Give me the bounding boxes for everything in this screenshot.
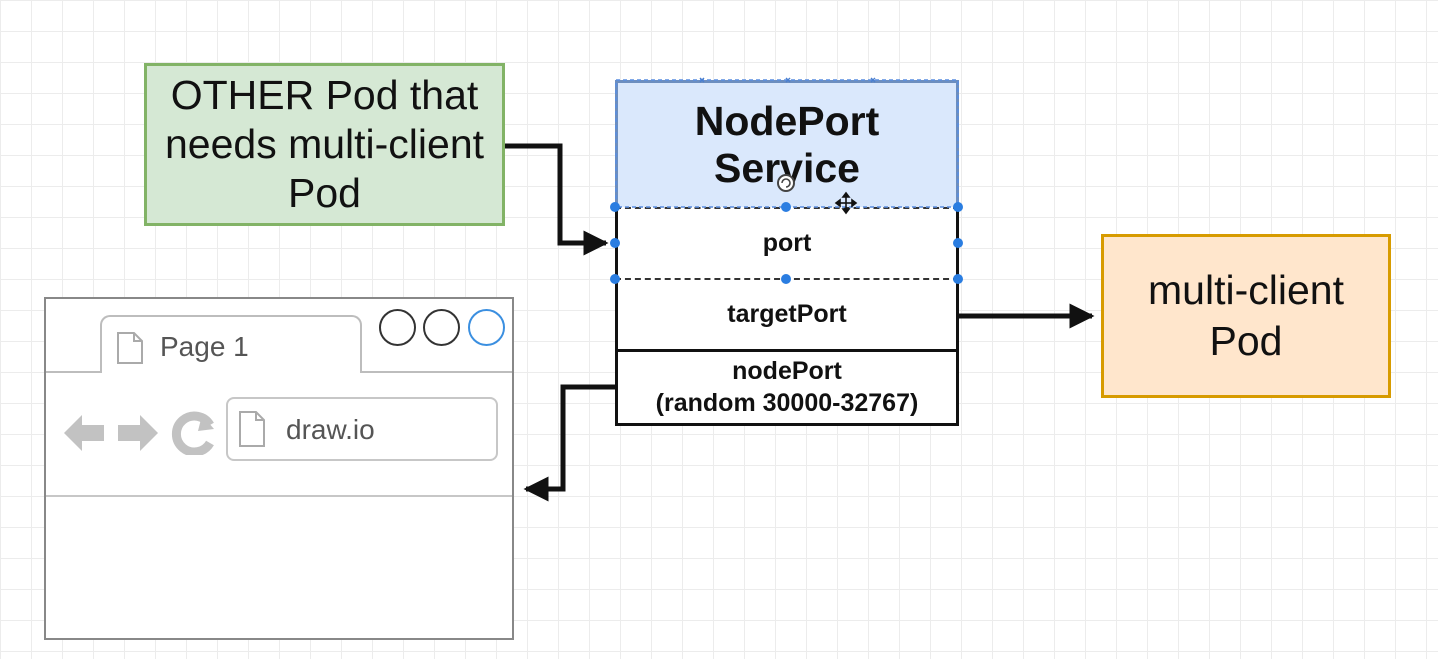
browser-tab: Page 1 (100, 315, 362, 373)
resize-handle (953, 202, 963, 212)
node-port-label: nodePort (732, 357, 842, 386)
window-circle-icon (423, 309, 460, 346)
connector-node-port-to-browser[interactable] (523, 384, 615, 502)
browser-toolbar-divider (46, 495, 512, 497)
nodeport-service-title: NodePort Service (694, 97, 880, 191)
node-port-range-label: (random 30000-32767) (655, 388, 919, 417)
window-circle-icon (379, 309, 416, 346)
resize-handle (781, 274, 791, 284)
address-bar: draw.io (226, 397, 498, 461)
multi-client-pod-label: multi-client Pod (1148, 266, 1344, 364)
multi-client-pod-box[interactable]: multi-client Pod (1101, 234, 1391, 398)
resize-handle (953, 238, 963, 248)
browser-window-shape[interactable]: Page 1 draw.io (44, 297, 514, 640)
forward-arrow-icon (118, 415, 158, 451)
header-connection-points (699, 77, 876, 83)
other-pod-label: OTHER Pod that needs multi-client Pod (164, 71, 485, 217)
window-circle-icon (468, 309, 505, 346)
nodeport-row-port[interactable]: port (615, 207, 959, 280)
rotate-handle-icon (777, 174, 795, 192)
nodeport-row-target-port[interactable]: targetPort (615, 280, 959, 352)
nodeport-row-node-port[interactable]: nodePort (random 30000-32767) (615, 352, 959, 426)
target-port-label: targetPort (727, 300, 847, 328)
port-label: port (762, 229, 812, 257)
resize-handle (781, 202, 791, 212)
address-bar-url: draw.io (286, 414, 375, 445)
resize-handle (953, 274, 963, 284)
other-pod-box[interactable]: OTHER Pod that needs multi-client Pod (144, 63, 505, 226)
connector-other-pod-to-port[interactable] (505, 143, 609, 256)
move-cursor-icon (834, 191, 858, 215)
back-arrow-icon (64, 415, 104, 451)
reload-icon (171, 411, 214, 455)
resize-handle (610, 202, 620, 212)
browser-nav-icons (64, 411, 214, 455)
page-icon (117, 332, 143, 364)
tab-label: Page 1 (160, 331, 249, 362)
page-icon (239, 411, 265, 447)
resize-handle (610, 274, 620, 284)
selection-handles (610, 202, 963, 284)
resize-handle (610, 238, 620, 248)
